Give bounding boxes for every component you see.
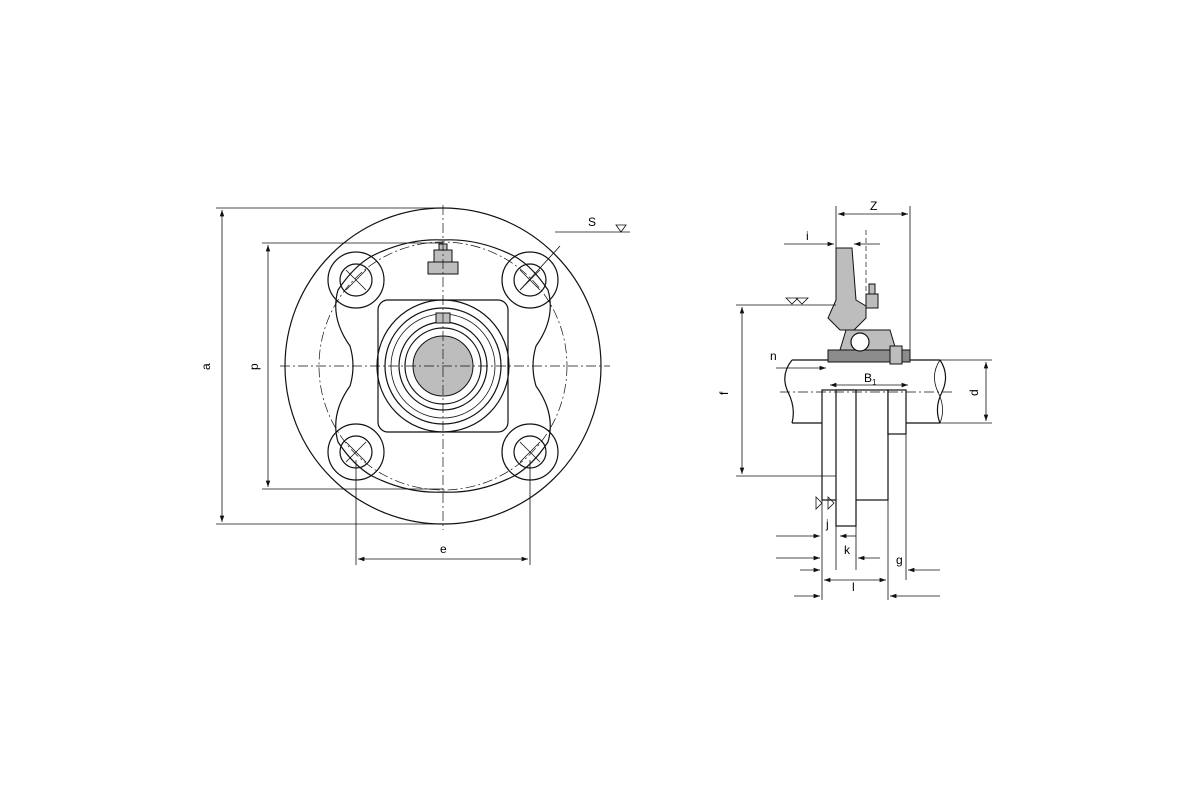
spigot [835, 389, 857, 527]
label-n: n [770, 349, 777, 363]
label-e: e [440, 542, 447, 556]
label-g: g [896, 553, 903, 567]
label-b1: B1 [864, 371, 877, 387]
label-a: a [199, 363, 213, 370]
front-view [280, 205, 610, 530]
flange-section [827, 247, 867, 331]
label-i: i [806, 229, 809, 243]
side-dimensions [736, 206, 992, 600]
bolt-hole-top-left [339, 263, 373, 297]
grease-nipple-side [865, 283, 879, 309]
housing-body [335, 239, 551, 493]
label-l: l [852, 580, 855, 594]
lobe-top-left [327, 251, 385, 309]
side-view [780, 230, 955, 527]
label-p: p [247, 363, 261, 370]
label-d: d [967, 389, 981, 396]
label-s: S [588, 215, 596, 229]
label-f: f [717, 391, 731, 395]
lobe-top-right [501, 251, 559, 309]
label-z: Z [870, 199, 877, 213]
label-k: k [844, 543, 851, 557]
bolt-hole-top-right [513, 263, 547, 297]
front-dimensions [216, 207, 630, 565]
ball [850, 332, 870, 352]
label-j: j [825, 517, 829, 531]
